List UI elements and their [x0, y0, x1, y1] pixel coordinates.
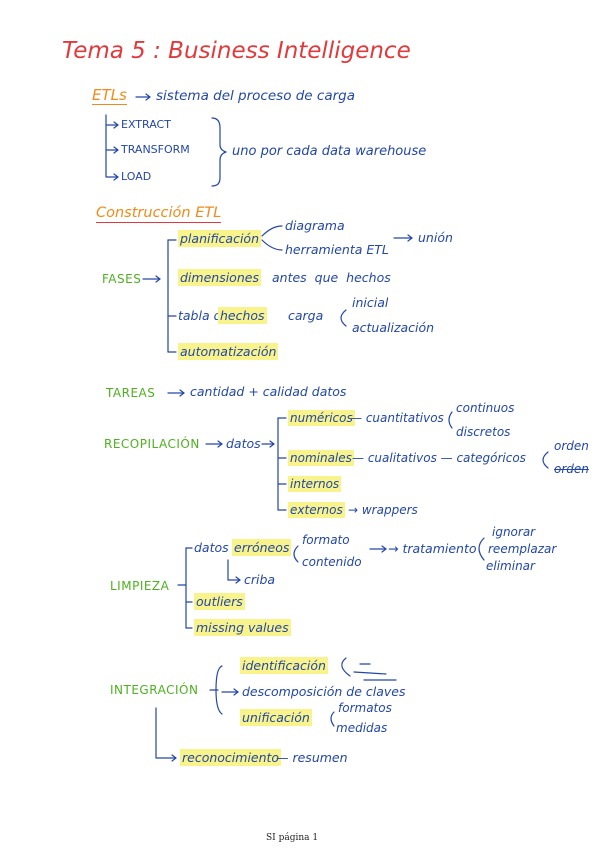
eliminar-label: eliminar [486, 560, 535, 572]
fases-label: FASES [102, 273, 141, 285]
limpieza-datos: datos [194, 542, 229, 555]
ignorar-label: ignorar [492, 526, 535, 538]
dimensiones-rest: antes que hechos [272, 272, 391, 285]
etl-note: uno por cada data warehouse [232, 145, 426, 158]
contenido-label: contenido [302, 556, 362, 568]
criba-label: criba [244, 574, 275, 587]
erroneos-label: erróneos [232, 542, 291, 555]
orden-label: orden [554, 440, 589, 452]
etl-step-extract: EXTRACT [121, 119, 171, 130]
unificacion-label: unificación [240, 712, 312, 725]
identificacion-label: identificación [240, 660, 328, 673]
tratamiento-label: → tratamiento [388, 543, 477, 556]
actualizacion-label: actualización [352, 322, 434, 335]
recopilacion-label: RECOPILACIÓN [104, 438, 200, 450]
diagrama-label: diagrama [285, 220, 345, 233]
cuantitativos-label: — cuantitativos [350, 412, 444, 424]
discretos-label: discretos [456, 426, 510, 438]
page-title: Tema 5 : Business Intelligence [62, 40, 411, 63]
inicial-label: inicial [352, 297, 388, 310]
etl-step-transform: TRANSFORM [121, 144, 190, 155]
nominales-label: nominales [288, 452, 354, 464]
recop-datos: datos [226, 438, 261, 451]
automatizacion-label: automatización [178, 346, 278, 359]
planificacion-label: planificación [178, 233, 261, 246]
limpieza-label: LIMPIEZA [110, 580, 169, 592]
reconocimiento-label: reconocimiento [180, 752, 281, 765]
union-label: unión [418, 232, 453, 245]
etl-description: sistema del proceso de carga [156, 90, 355, 104]
externos-label: externos [288, 504, 345, 516]
wrappers-label: → wrappers [348, 504, 418, 516]
page-footer: SI página 1 [266, 834, 318, 843]
tabla-hechos: hechos [218, 310, 267, 323]
tabla-post: carga [288, 310, 323, 323]
herramienta-label: herramienta ETL [285, 244, 389, 257]
reemplazar-label: reemplazar [488, 543, 556, 555]
orden-crossed-label: orden [554, 463, 589, 475]
dimensiones-row: dimensiones [178, 272, 261, 285]
construccion-heading: Construcción ETL [96, 206, 221, 223]
descomposicion-label: descomposición de claves [242, 686, 406, 699]
numericos-label: numéricos [288, 412, 355, 424]
formato-label: formato [302, 534, 350, 546]
etl-step-load: LOAD [121, 171, 151, 182]
cualitativos-label: — cualitativos — categóricos [352, 452, 526, 464]
etl-heading: ETLs [92, 88, 127, 105]
outliers-label: outliers [194, 596, 245, 609]
medidas-label: medidas [336, 722, 387, 734]
resumen-label: — resumen [276, 752, 348, 765]
tareas-text: cantidad + calidad datos [190, 386, 346, 399]
integracion-label: INTEGRACIÓN [110, 684, 198, 696]
continuos-label: continuos [456, 402, 514, 414]
formatos-label: formatos [338, 702, 392, 714]
missing-values-label: missing values [194, 622, 291, 635]
internos-label: internos [288, 478, 341, 490]
tareas-label: TAREAS [106, 387, 155, 399]
